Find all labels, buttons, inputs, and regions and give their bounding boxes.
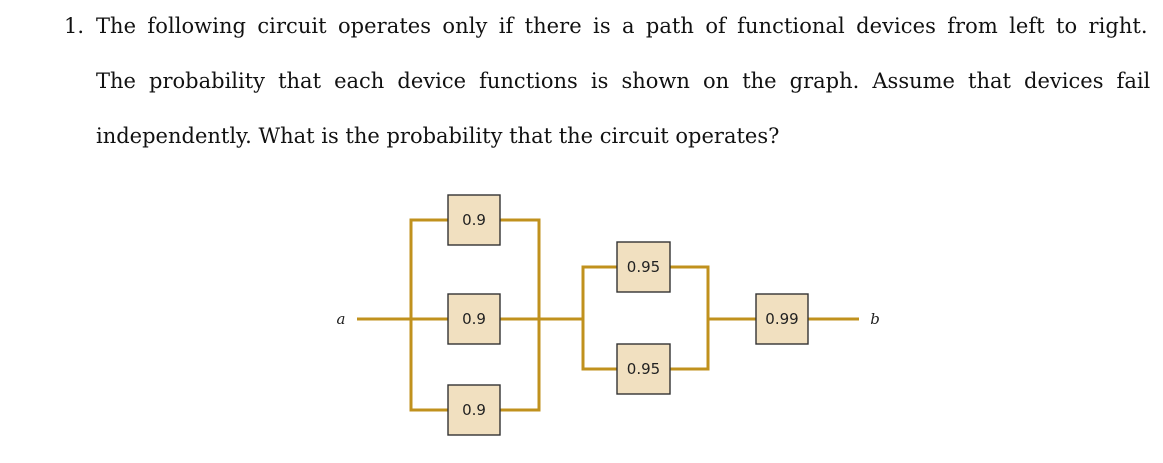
problem-line-1: 1. The following circuit operates only if… <box>64 14 1148 38</box>
device-stage1-bottom: 0.9 <box>447 384 501 436</box>
device-box <box>447 194 501 246</box>
circuit-wires <box>357 218 859 412</box>
device-stage1-top: 0.9 <box>447 194 501 246</box>
device-probability: 0.9 <box>462 401 486 419</box>
device-box <box>616 343 671 395</box>
wire-stage1-left-bus <box>409 218 448 412</box>
device-probability: 0.9 <box>462 310 486 328</box>
problem-line-3: independently. What is the probability t… <box>96 124 780 148</box>
terminal-a: a <box>337 310 346 328</box>
device-stage2-top: 0.95 <box>616 241 671 293</box>
problem-line-2: The probability that each device functio… <box>96 69 1151 93</box>
device-stage2-bottom: 0.95 <box>616 343 671 395</box>
device-probability: 0.99 <box>765 310 798 328</box>
wire-stage2-right-bus <box>670 265 710 371</box>
device-stage1-middle: 0.9 <box>447 293 501 345</box>
terminal-b: b <box>870 310 880 328</box>
device-box <box>616 241 671 293</box>
problem-statement-1: The following circuit operates only if t… <box>96 14 1148 38</box>
device-box <box>447 384 501 436</box>
wire-stage2-left-bus <box>581 265 617 371</box>
problem-number: 1. <box>64 14 85 38</box>
device-probability: 0.9 <box>462 211 486 229</box>
device-stage3: 0.99 <box>755 293 809 345</box>
device-box <box>447 293 501 345</box>
wire-stage1-right-bus <box>500 218 541 412</box>
device-box <box>755 293 809 345</box>
device-probability: 0.95 <box>627 360 660 378</box>
device-probability: 0.95 <box>627 258 660 276</box>
